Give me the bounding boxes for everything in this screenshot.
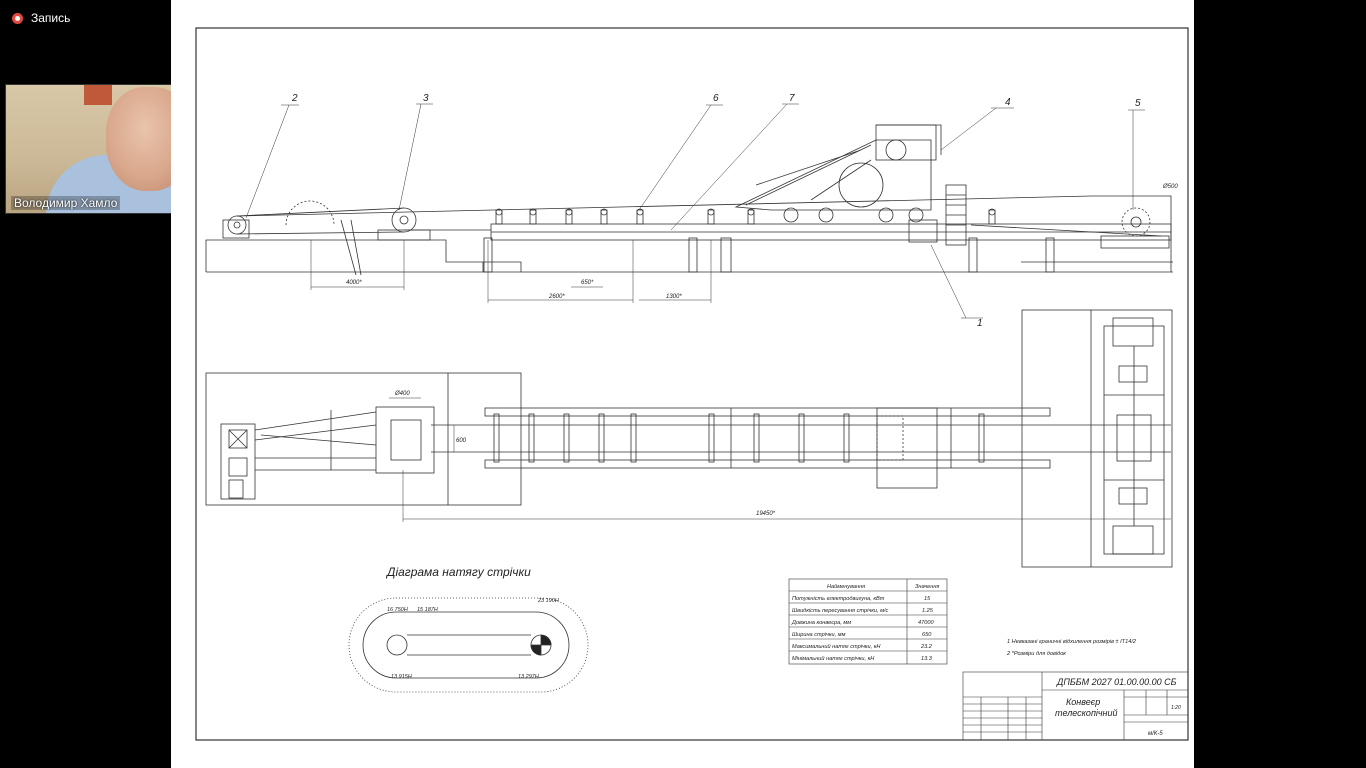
dim-1300: 1300* xyxy=(666,294,682,300)
callout-5: 5 xyxy=(1135,98,1141,109)
plan-view xyxy=(205,309,1173,568)
spec-header-name: Найменування xyxy=(827,583,865,590)
side-view-dimensions xyxy=(310,240,712,303)
tension-5: 13 297Н xyxy=(518,674,539,680)
spec-row-6-value: 13.3 xyxy=(921,656,933,662)
drawing-code: ДПББМ 2027 01.00.00.00 СБ xyxy=(1056,677,1177,687)
drawing-group: м/К-5 xyxy=(1148,731,1163,737)
spec-row-4-name: Ширина стрічки, мм xyxy=(792,632,846,638)
spec-row-5-name: Максимальний натяг стрічки, кН xyxy=(792,643,881,650)
callout-3: 3 xyxy=(423,93,429,104)
record-icon xyxy=(12,12,23,24)
callout-leaders xyxy=(245,103,1145,319)
shared-drawing-sheet: 4000* 650* 2600* 1300* Ø500 2 3 6 7 4 5 … xyxy=(171,0,1194,768)
dim-2600: 2600* xyxy=(548,294,565,300)
tension-diagram xyxy=(348,597,589,693)
dim-d400: Ø400 xyxy=(394,391,410,397)
tripper-unit xyxy=(734,124,967,246)
callout-1: 1 xyxy=(977,318,983,329)
spec-row-3-value: 47000 xyxy=(918,620,934,626)
spec-row-1-value: 15 xyxy=(924,596,931,602)
dim-600: 600 xyxy=(456,438,467,444)
plan-dimensions xyxy=(389,397,1171,522)
spec-row-2-name: Швидкість пересування стрічки, м/с xyxy=(792,608,888,614)
dim-d500: Ø500 xyxy=(1162,184,1178,190)
tension-3: 23 190Н xyxy=(537,598,559,604)
spec-header-value: Значення xyxy=(915,584,939,590)
spec-row-6-name: Мінімальний натяг стрічки, кН xyxy=(792,655,875,662)
recording-label: Запись xyxy=(31,11,71,25)
note-2: 2 *Розміри для довідок xyxy=(1006,651,1066,657)
callout-7: 7 xyxy=(789,93,795,104)
idler-rollers xyxy=(495,208,996,225)
recording-indicator: Запись xyxy=(12,11,70,25)
participant-name: Володимир Хамло xyxy=(11,196,121,210)
callout-6: 6 xyxy=(713,93,719,104)
drawing-name-line-2: телескопічний xyxy=(1055,708,1118,718)
plan-rollers xyxy=(493,413,985,463)
drawing-scale: 1:20 xyxy=(1171,705,1181,711)
dim-4000: 4000* xyxy=(346,280,362,286)
dim-19450: 19450* xyxy=(756,511,776,517)
dim-650: 650* xyxy=(581,280,594,286)
spec-row-2-value: 1.25 xyxy=(922,608,934,614)
tension-2: 15 187Н xyxy=(417,607,438,613)
spec-row-4-value: 650 xyxy=(922,632,932,638)
tension-1: 16 750Н xyxy=(387,607,408,613)
spec-row-1-name: Потужність електродвигуна, кВт xyxy=(792,596,885,602)
title-block xyxy=(962,671,1189,741)
diagram-title: Діаграма натягу стрічки xyxy=(385,565,531,579)
spec-row-5-value: 23.2 xyxy=(920,644,933,650)
drawing-name-line-1: Конвеєр xyxy=(1066,697,1100,707)
note-1: 1 Невказані граничні відхилення розмірів… xyxy=(1007,639,1137,645)
spec-table xyxy=(788,578,948,665)
tension-4: 13 915Н xyxy=(391,674,412,680)
spec-row-3-name: Довжина конвеєра, мм xyxy=(791,620,851,626)
callout-2: 2 xyxy=(291,93,298,104)
drawing-frame xyxy=(195,27,1189,741)
technical-drawing: 4000* 650* 2600* 1300* Ø500 2 3 6 7 4 5 … xyxy=(195,27,1189,741)
side-view xyxy=(205,124,1173,276)
callout-4: 4 xyxy=(1005,97,1011,108)
